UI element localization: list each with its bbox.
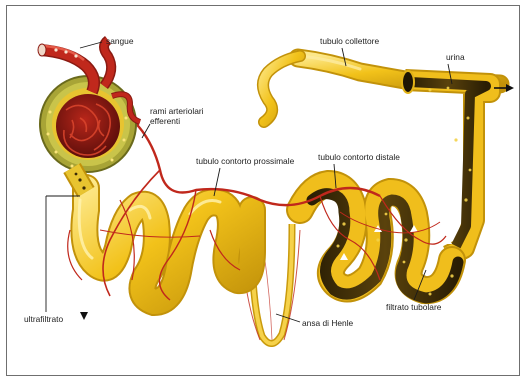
label-tubulo-contorto-distale: tubulo contorto distale [318,152,400,162]
urine-flow-arrow-icon [506,84,514,92]
label-tubulo-contorto-prossimale: tubulo contorto prossimale [196,156,295,166]
label-tubulo-collettore: tubulo collettore [320,36,379,46]
label-urina: urina [446,52,465,62]
label-filtrato-tubolare: filtrato tubolare [386,302,442,312]
label-ansa-di-henle: ansa di Henle [302,318,354,328]
ultrafiltrate-arrow-icon [80,312,88,320]
label-efferenti: efferenti [150,116,180,126]
label-sangue: sangue [106,36,134,46]
label-ultrafiltrato: ultrafiltrato [24,314,63,324]
label-rami-arteriolari: rami arteriolari [150,106,204,116]
